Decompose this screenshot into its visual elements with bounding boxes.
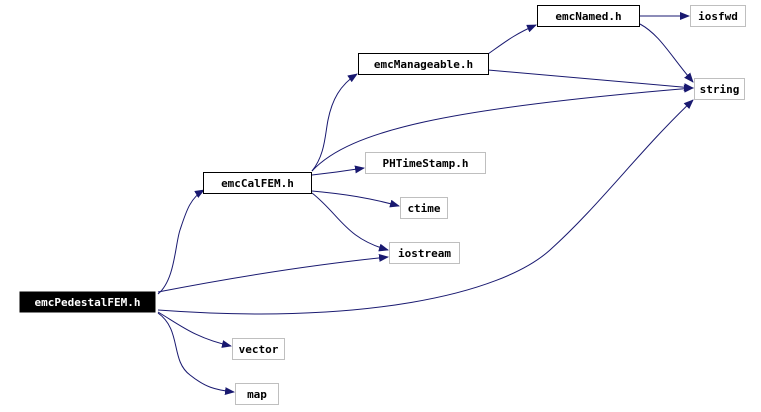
node-ctime[interactable]: ctime (400, 197, 448, 219)
node-emcNamed[interactable]: emcNamed.h (537, 5, 640, 27)
node-label: iostream (398, 247, 451, 260)
edge-emcPedestalFEM-vector (157, 311, 232, 348)
node-label: ctime (407, 202, 440, 215)
node-label: map (247, 388, 267, 401)
node-emcManageable[interactable]: emcManageable.h (358, 53, 489, 75)
node-label: string (700, 83, 740, 96)
node-PHTimeStamp[interactable]: PHTimeStamp.h (365, 152, 486, 174)
node-label: emcNamed.h (555, 10, 621, 23)
node-label: PHTimeStamp.h (382, 157, 468, 170)
node-iosfwd[interactable]: iosfwd (690, 5, 746, 27)
edge-emcManageable-emcNamed (487, 24, 537, 55)
edge-emcPedestalFEM-emcCalFEM (157, 189, 205, 295)
node-label: emcCalFEM.h (221, 177, 294, 190)
edge-emcCalFEM-string (311, 84, 694, 172)
node-label: iosfwd (698, 10, 738, 23)
edge-emcNamed-string (639, 23, 694, 83)
edge-emcCalFEM-emcManageable (311, 73, 358, 172)
node-iostream[interactable]: iostream (389, 242, 460, 264)
edge-emcPedestalFEM-map (157, 312, 235, 396)
node-string[interactable]: string (694, 78, 745, 100)
edge-emcCalFEM-iostream (311, 192, 389, 252)
node-label: emcManageable.h (374, 58, 473, 71)
edge-emcPedestalFEM-string (157, 99, 694, 315)
node-vector[interactable]: vector (232, 338, 285, 360)
node-label: emcPedestalFEM.h (35, 296, 141, 309)
node-map[interactable]: map (235, 383, 279, 405)
edge-emcManageable-string (487, 69, 694, 92)
edge-emcCalFEM-PHTimeStamp (311, 165, 365, 176)
edge-emcPedestalFEM-iostream (157, 253, 389, 293)
edge-emcCalFEM-ctime (311, 190, 400, 208)
node-emcPedestalFEM[interactable]: emcPedestalFEM.h (19, 291, 156, 313)
node-emcCalFEM[interactable]: emcCalFEM.h (203, 172, 312, 194)
node-label: vector (239, 343, 279, 356)
